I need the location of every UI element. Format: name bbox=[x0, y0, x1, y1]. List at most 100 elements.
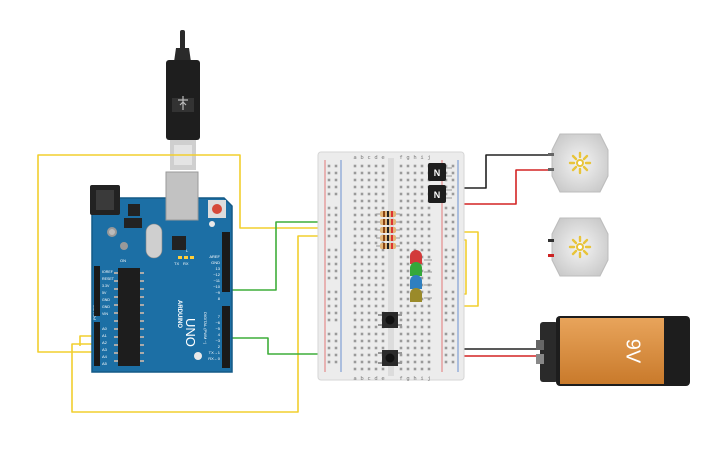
breadboard-hole bbox=[427, 297, 431, 301]
rail-hole bbox=[444, 255, 448, 259]
rail-hole bbox=[334, 311, 338, 315]
rail-hole bbox=[444, 318, 448, 322]
breadboard-hole bbox=[420, 339, 424, 343]
breadboard-hole bbox=[360, 220, 364, 224]
push-button[interactable] bbox=[378, 350, 402, 366]
rx-label: RX bbox=[183, 261, 189, 266]
breadboard-hole bbox=[353, 241, 357, 245]
pin-label: GND bbox=[102, 305, 110, 309]
rail-hole bbox=[334, 178, 338, 182]
breadboard-hole bbox=[413, 332, 417, 336]
pin-label: ~12 bbox=[213, 272, 221, 277]
breadboard-hole bbox=[413, 227, 417, 231]
breadboard-hole bbox=[406, 304, 410, 308]
breadboard-hole bbox=[374, 171, 378, 175]
breadboard-hole bbox=[374, 297, 378, 301]
breadboard-hole bbox=[413, 360, 417, 364]
resistor-bank bbox=[376, 211, 400, 249]
column-letter: c bbox=[367, 155, 370, 161]
breadboard-hole bbox=[420, 360, 424, 364]
rail-hole bbox=[334, 360, 338, 364]
breadboard-hole bbox=[374, 318, 378, 322]
breadboard-hole bbox=[420, 311, 424, 315]
rail-hole bbox=[451, 297, 455, 301]
rail-hole bbox=[444, 248, 448, 252]
breadboard-hole bbox=[406, 360, 410, 364]
breadboard-hole bbox=[360, 290, 364, 294]
breadboard-hole bbox=[353, 227, 357, 231]
breadboard-hole bbox=[420, 353, 424, 357]
breadboard-hole bbox=[353, 178, 357, 182]
breadboard-hole bbox=[353, 290, 357, 294]
breadboard-hole bbox=[381, 367, 385, 371]
breadboard-hole bbox=[367, 332, 371, 336]
breadboard-hole bbox=[427, 276, 431, 280]
breadboard-hole bbox=[406, 290, 410, 294]
breadboard-hole bbox=[420, 206, 424, 210]
breadboard-hole bbox=[406, 185, 410, 189]
pin-label: A1 bbox=[102, 333, 108, 338]
breadboard-hole bbox=[367, 171, 371, 175]
breadboard-hole bbox=[353, 325, 357, 329]
breadboard-hole bbox=[427, 213, 431, 217]
breadboard-hole bbox=[406, 206, 410, 210]
rail-hole bbox=[451, 255, 455, 259]
breadboard-hole bbox=[360, 353, 364, 357]
breadboard-hole bbox=[374, 346, 378, 350]
rail-hole bbox=[334, 213, 338, 217]
rail-hole bbox=[334, 234, 338, 238]
pin-label: RESET bbox=[102, 277, 115, 281]
breadboard-hole bbox=[353, 339, 357, 343]
breadboard-hole bbox=[367, 346, 371, 350]
rail-hole bbox=[327, 178, 331, 182]
l-label: L bbox=[186, 248, 189, 253]
breadboard-hole bbox=[367, 367, 371, 371]
rail-hole bbox=[444, 220, 448, 224]
breadboard-hole bbox=[374, 164, 378, 168]
breadboard-hole bbox=[381, 269, 385, 273]
rail-hole bbox=[451, 318, 455, 322]
transistor: N bbox=[428, 185, 452, 203]
rail-hole bbox=[327, 353, 331, 357]
rail-hole bbox=[334, 164, 338, 168]
breadboard-hole bbox=[374, 227, 378, 231]
breadboard-hole bbox=[381, 185, 385, 189]
rail-hole bbox=[327, 192, 331, 196]
breadboard-hole bbox=[399, 297, 403, 301]
breadboard-hole bbox=[420, 241, 424, 245]
push-button[interactable] bbox=[378, 312, 402, 328]
rail-hole bbox=[334, 192, 338, 196]
breadboard-hole bbox=[420, 164, 424, 168]
digital-header-bottom bbox=[222, 306, 230, 368]
pin-label: 4 bbox=[218, 332, 221, 337]
breadboard-hole bbox=[353, 304, 357, 308]
rail-hole bbox=[327, 248, 331, 252]
rail-hole bbox=[334, 206, 338, 210]
breadboard-hole bbox=[367, 234, 371, 238]
tx-label: TX bbox=[174, 261, 179, 266]
breadboard-hole bbox=[381, 290, 385, 294]
breadboard-hole bbox=[360, 360, 364, 364]
breadboard-hole bbox=[367, 353, 371, 357]
rail-hole bbox=[451, 206, 455, 210]
dc-motor bbox=[548, 133, 609, 193]
crystal-oscillator bbox=[145, 223, 163, 259]
pin-label: 13 bbox=[216, 266, 221, 271]
rail-hole bbox=[444, 227, 448, 231]
breadboard-hole bbox=[360, 199, 364, 203]
breadboard-hole bbox=[374, 283, 378, 287]
rail-hole bbox=[334, 248, 338, 252]
breadboard-hole bbox=[420, 171, 424, 175]
pin-label: IOREF bbox=[102, 270, 114, 274]
pin-label: ~11 bbox=[214, 278, 221, 283]
breadboard-hole bbox=[399, 290, 403, 294]
pin-label: A0 bbox=[102, 326, 108, 331]
breadboard-hole bbox=[381, 178, 385, 182]
breadboard-hole bbox=[413, 234, 417, 238]
breadboard-hole bbox=[399, 192, 403, 196]
rail-hole bbox=[327, 255, 331, 259]
rail-hole bbox=[334, 346, 338, 350]
breadboard-hole bbox=[374, 241, 378, 245]
breadboard-hole bbox=[381, 255, 385, 259]
